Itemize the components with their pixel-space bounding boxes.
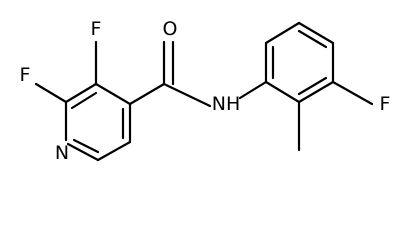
bond-c3-c4 bbox=[94, 82, 132, 106]
atom-label-amide-nitrogen: NH bbox=[212, 93, 241, 115]
bond-c2-f bbox=[34, 82, 68, 104]
pyridine-ring bbox=[64, 82, 132, 162]
benzene-ring bbox=[264, 21, 335, 104]
bond-c2-c3-double bbox=[70, 91, 98, 110]
bond-b3-b4-double bbox=[297, 29, 328, 49]
bond-c6-n bbox=[66, 142, 100, 162]
bond-c4-carbonyl bbox=[128, 82, 166, 106]
bond-b2-b3 bbox=[264, 21, 301, 45]
bond-n-aryl bbox=[238, 80, 268, 100]
atom-label-oxygen: O bbox=[163, 18, 178, 40]
bond-b5-b6-double bbox=[297, 76, 328, 96]
bond-b5-f bbox=[331, 80, 374, 106]
atom-label-fluorine-top: F bbox=[91, 18, 102, 40]
bond-c5-c6 bbox=[96, 140, 132, 162]
atom-label-fluorine-right: F bbox=[380, 93, 391, 115]
bond-c2-c3 bbox=[64, 82, 98, 104]
bond-b3-b4 bbox=[297, 21, 335, 45]
bond-b6-b1 bbox=[264, 80, 301, 104]
molecule-structure: F F N O NH F bbox=[20, 18, 391, 164]
bond-carbonyl-n bbox=[162, 82, 212, 108]
bond-b5-b6 bbox=[297, 80, 335, 104]
atom-label-nitrogen-ring: N bbox=[55, 142, 69, 164]
bond-c6-n-double bbox=[72, 138, 100, 154]
atom-label-fluorine-left: F bbox=[20, 64, 31, 86]
